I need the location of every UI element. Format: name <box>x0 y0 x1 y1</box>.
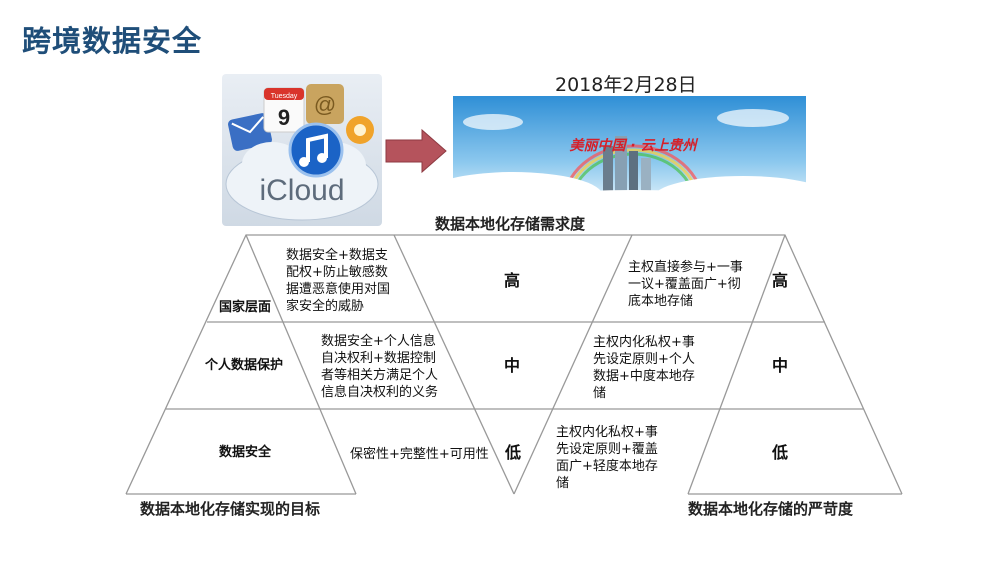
calendar-month-text: Tuesday <box>271 93 298 100</box>
strictness-level-low: 低 <box>771 443 788 462</box>
slide-title: 跨境数据安全 <box>22 24 203 58</box>
svg-text:@: @ <box>314 92 336 117</box>
category-label-national: 国家层面 <box>219 299 271 315</box>
date-label: 2018年2月28日 <box>555 74 697 96</box>
need-level-high: 高 <box>504 271 520 290</box>
icloud-text: iCloud <box>259 174 344 207</box>
bottom-right-axis-label: 数据本地化存储的严苛度 <box>688 500 854 518</box>
strictness-level-high: 高 <box>772 271 788 290</box>
outer-frame-line <box>125 234 903 495</box>
banner-caption: 美丽中国 · 云上贵州 <box>569 137 698 154</box>
category-label-security: 数据安全 <box>219 444 272 460</box>
right-inner-diagonal <box>687 234 786 495</box>
icloud-image: Tuesday 9 @ iCloud <box>222 74 382 226</box>
approach-text-national: 主权直接参与+一事一议+覆盖面广+彻底本地存储 <box>628 260 743 309</box>
goal-text-security: 保密性+完整性+可用性 <box>350 447 489 462</box>
icloud-logo-icon: Tuesday 9 @ iCloud <box>225 84 379 221</box>
category-label-personal: 个人数据保护 <box>204 357 283 373</box>
cloud-sky-banner-icon: 美丽中国 · 云上贵州 <box>453 96 806 206</box>
need-level-low: 低 <box>504 443 521 462</box>
approach-text-personal: 主权内化私权+事先设定原则+个人数据+中度本地存储 <box>593 335 695 401</box>
cloud-banner-image: 美丽中国 · 云上贵州 <box>453 96 806 206</box>
right-arrow-icon <box>384 128 450 178</box>
center-right-diagonal <box>513 234 633 495</box>
top-axis-label: 数据本地化存储需求度 <box>435 215 586 233</box>
goal-text-personal: 数据安全+个人信息自决权利+数据控制者等相关方满足个人信息自决权利的义务 <box>321 334 439 400</box>
goal-text-national: 数据安全+数据支配权+防止敏感数据遭恶意使用对国家安全的威胁 <box>286 248 391 314</box>
approach-text-security: 主权内化私权+事先设定原则+覆盖面广+轻度本地存储 <box>556 425 658 491</box>
calendar-day-text: 9 <box>278 105 290 130</box>
bottom-left-axis-label: 数据本地化存储实现的目标 <box>140 500 320 518</box>
pyramid-comparison-diagram: 数据本地化存储需求度 数据本地化存储实现的目标 数据本地化存储的严苛度 国家层面… <box>125 215 903 518</box>
need-level-medium: 中 <box>504 356 520 375</box>
strictness-level-medium: 中 <box>772 356 788 375</box>
center-left-diagonal <box>393 234 515 495</box>
left-inner-diagonal <box>245 234 357 495</box>
